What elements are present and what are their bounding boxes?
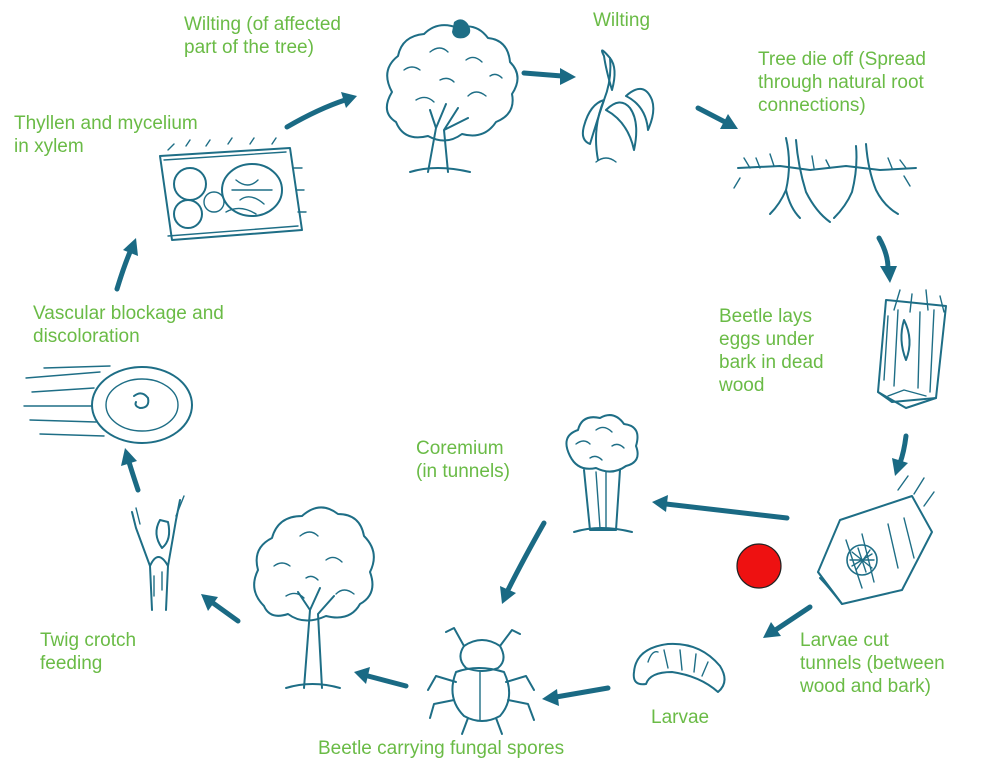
arrow-thyllen-to-wilting-tree <box>287 92 357 127</box>
label-wilting: Wilting <box>593 9 650 32</box>
label-thyllen-mycelium: Thyllen and mycelium in xylem <box>14 112 198 158</box>
bark-with-eggs-icon <box>878 290 946 408</box>
twig-crotch-icon <box>132 496 184 610</box>
larva-icon <box>634 644 725 692</box>
stem-cross-section-icon <box>24 366 192 443</box>
arrow-eggs-to-tunnels <box>892 436 908 476</box>
larval-tunnels-icon <box>818 476 934 604</box>
red-marker-dot <box>737 544 781 588</box>
label-wilting-affected-part: Wilting (of affected part of the tree) <box>184 13 341 59</box>
label-vascular-blockage: Vascular blockage and discoloration <box>33 302 224 348</box>
label-beetle-lays-eggs: Beetle lays eggs under bark in dead wood <box>719 305 824 397</box>
arrow-tree-to-wilting <box>524 68 576 85</box>
arrow-tree-to-twig <box>201 594 238 621</box>
arrow-coremium-to-beetle <box>500 523 544 604</box>
label-tree-die-off: Tree die off (Spread through natural roo… <box>758 48 926 117</box>
arrow-beetle-to-tree <box>354 667 406 686</box>
arrow-wilting-to-die-off <box>698 108 738 129</box>
label-larvae-cut-tunnels: Larvae cut tunnels (between wood and bar… <box>800 629 945 698</box>
arrow-vascular-to-thyllen <box>117 238 138 289</box>
arrow-larvae-to-beetle <box>542 688 608 706</box>
beetle-icon <box>428 628 534 734</box>
label-larvae: Larvae <box>651 706 709 729</box>
arrow-die-off-to-eggs <box>879 238 897 283</box>
label-twig-crotch: Twig crotch feeding <box>40 629 136 675</box>
tree-icon <box>254 507 374 688</box>
label-coremium: Coremium (in tunnels) <box>416 437 510 483</box>
coremium-icon <box>566 415 637 532</box>
tree-partial-wilt-icon <box>387 19 518 172</box>
arrow-twig-to-vascular <box>121 448 138 490</box>
wilting-leaves-icon <box>583 50 653 162</box>
label-beetle-carrying-spores: Beetle carrying fungal spores <box>318 737 564 760</box>
dead-tree-roots-icon <box>734 138 916 222</box>
arrow-tunnels-to-coremium <box>652 495 787 518</box>
